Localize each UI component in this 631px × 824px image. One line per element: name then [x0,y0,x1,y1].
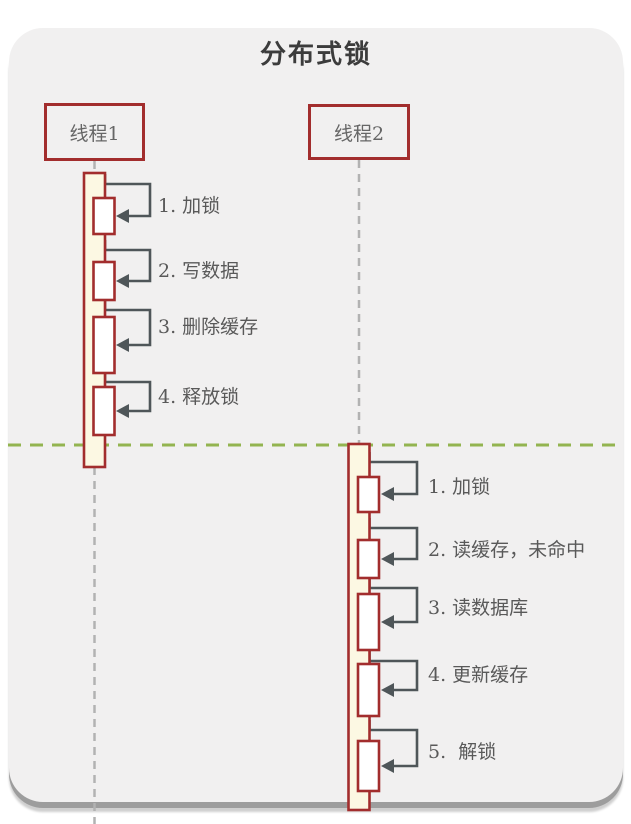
thread1-step3-label: 3. 删除缓存 [158,316,259,338]
thread2-step4-arrowhead-icon [381,683,394,697]
thread2-step3-arrowhead-icon [381,615,394,629]
thread2-step3-rect [356,592,381,652]
thread2-step2-label: 2. 读缓存，未命中 [428,539,586,561]
thread2-step3-label: 3. 读数据库 [428,597,529,619]
thread2-step2-arrowhead-icon [381,552,394,566]
thread2-step5-rect [356,739,381,793]
thread1-step2-label: 2. 写数据 [158,260,240,282]
thread1-step2-arrowhead-icon [116,274,129,288]
diagram-title: 分布式锁 [259,40,372,70]
thread1-step4-label: 4. 释放锁 [158,386,240,408]
thread1-step1-rect [92,196,116,236]
thread1-step3-arrowhead-icon [116,338,129,352]
actor-thread2-label: 线程2 [333,122,385,145]
thread1-step3-rect [92,315,116,375]
thread2-step5-label: 5. 解锁 [428,741,497,763]
actor-thread1-label: 线程1 [69,122,120,145]
thread2-step1-rect [356,475,381,514]
thread1-step2-rect [92,260,116,302]
thread2-step1-arrowhead-icon [381,487,394,501]
actor-thread2: 线程2 [308,104,410,160]
thread2-step4-label: 4. 更新缓存 [428,664,529,686]
actor-thread1: 线程1 [44,103,145,161]
thread1-step4-arrowhead-icon [116,404,129,418]
thread2-step5-arrowhead-icon [381,759,394,773]
thread2-step1-label: 1. 加锁 [428,476,491,498]
thread1-step1-label: 1. 加锁 [158,195,221,217]
thread2-step2-rect [356,538,381,580]
thread2-step4-rect [356,662,381,718]
thread1-step1-arrowhead-icon [116,209,129,223]
thread1-step4-rect [92,385,116,437]
